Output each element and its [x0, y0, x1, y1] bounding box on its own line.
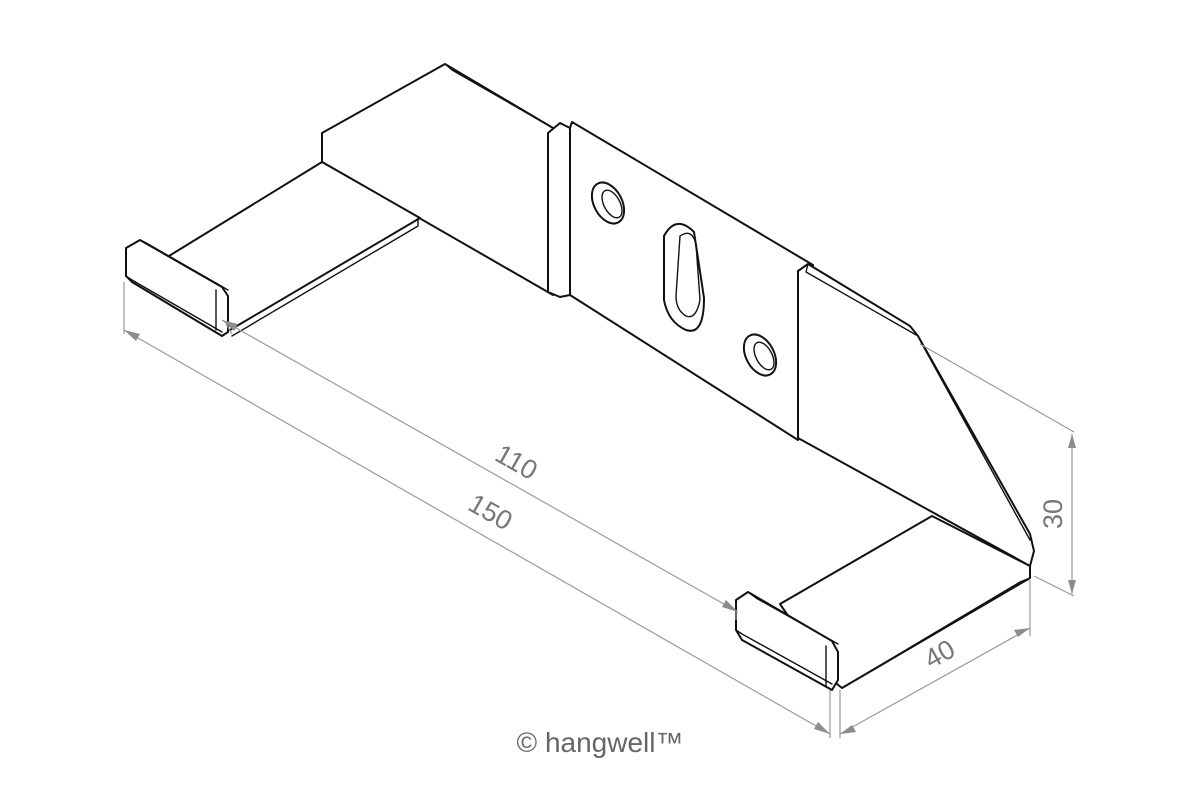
dimension-30: 30 [1038, 434, 1076, 594]
right-wall [797, 263, 1035, 567]
dimension-30-label: 30 [1038, 499, 1068, 529]
lower-round-hole [742, 333, 778, 377]
right-lip [735, 591, 839, 691]
left-back-wall [321, 63, 554, 296]
dimension-110: 110 [221, 319, 739, 613]
dimension-110-label: 110 [490, 439, 542, 486]
bracket-part [125, 63, 1035, 691]
slotted-hole [663, 223, 705, 332]
upper-round-hole [590, 181, 626, 225]
copyright-footer: © hangwell™ [516, 727, 684, 758]
center-bend [547, 122, 571, 298]
